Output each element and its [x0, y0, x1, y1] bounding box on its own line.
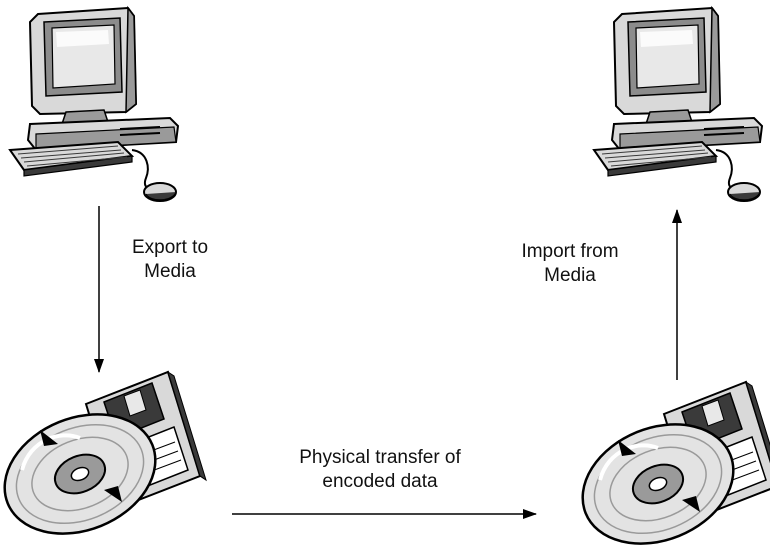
export-label-line-2: Media	[144, 261, 196, 282]
import-label: Import from Media	[500, 240, 640, 288]
transfer-label: Physical transfer of encoded data	[270, 446, 490, 494]
transfer-label-line-2: encoded data	[322, 471, 438, 492]
target-computer-icon	[593, 7, 763, 202]
source-media-icon	[0, 370, 208, 558]
export-label-line-1: Export to	[131, 237, 209, 258]
transfer-label-line-1: Physical transfer of	[299, 447, 461, 468]
import-label-line-2: Media	[544, 265, 596, 286]
import-label-line-1: Import from	[521, 241, 619, 262]
target-media-icon	[562, 380, 770, 559]
export-label: Export to Media	[110, 236, 230, 284]
source-computer-icon	[9, 7, 179, 202]
